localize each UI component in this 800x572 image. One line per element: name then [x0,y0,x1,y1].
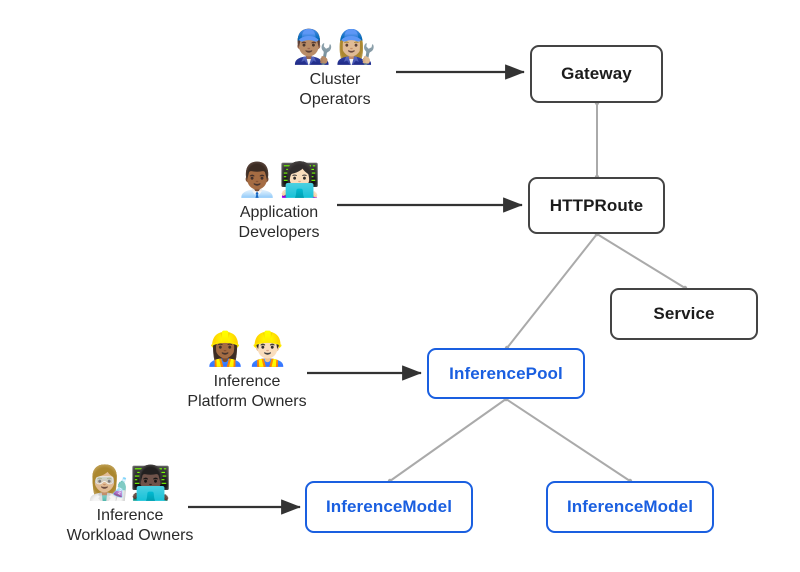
arrow-group [188,64,525,515]
man-mechanic-icon: 👨🏽‍🔧👩🏼‍🔧 [292,27,378,66]
woman-scientist-icon: 👩🏼‍🔬👨🏿‍💻 [87,463,173,502]
persona-label-line: Platform Owners [187,392,307,410]
node-label: HTTPRoute [549,195,644,215]
node-inferencemodel-right[interactable]: InferenceModel [546,481,714,533]
persona-label-line: Operators [299,90,371,108]
persona-label-line: Inference [213,373,281,390]
node-inferencemodel-left[interactable]: InferenceModel [305,481,473,533]
node-inferencepool[interactable]: InferencePool [427,348,585,399]
woman-construction-worker-icon: 👷🏾‍♀️👷🏻‍♂️ [204,329,290,368]
connector-inferencepool-model-right [505,398,631,482]
persona-label-line: Developers [238,223,320,241]
node-label: InferencePool [449,363,563,383]
persona-label-line: Inference [96,507,164,524]
connector-inferencepool-model-left [389,398,507,482]
node-label: InferenceModel [325,497,453,516]
node-service[interactable]: Service [610,288,758,340]
persona-label-line: Application [239,204,319,221]
node-label: Service [653,304,715,323]
persona-label-line: Cluster [309,71,361,88]
node-label: InferenceModel [566,497,694,516]
node-gateway[interactable]: Gateway [530,45,663,103]
persona-label-line: Workload Owners [66,526,194,544]
connector-httproute-service [596,233,686,289]
connector-httproute-inferencepool [506,233,598,349]
man-office-worker-icon: 👨🏾‍💼👩🏻‍💻 [236,160,322,199]
node-label: Gateway [561,64,632,83]
node-httproute[interactable]: HTTPRoute [528,177,665,234]
